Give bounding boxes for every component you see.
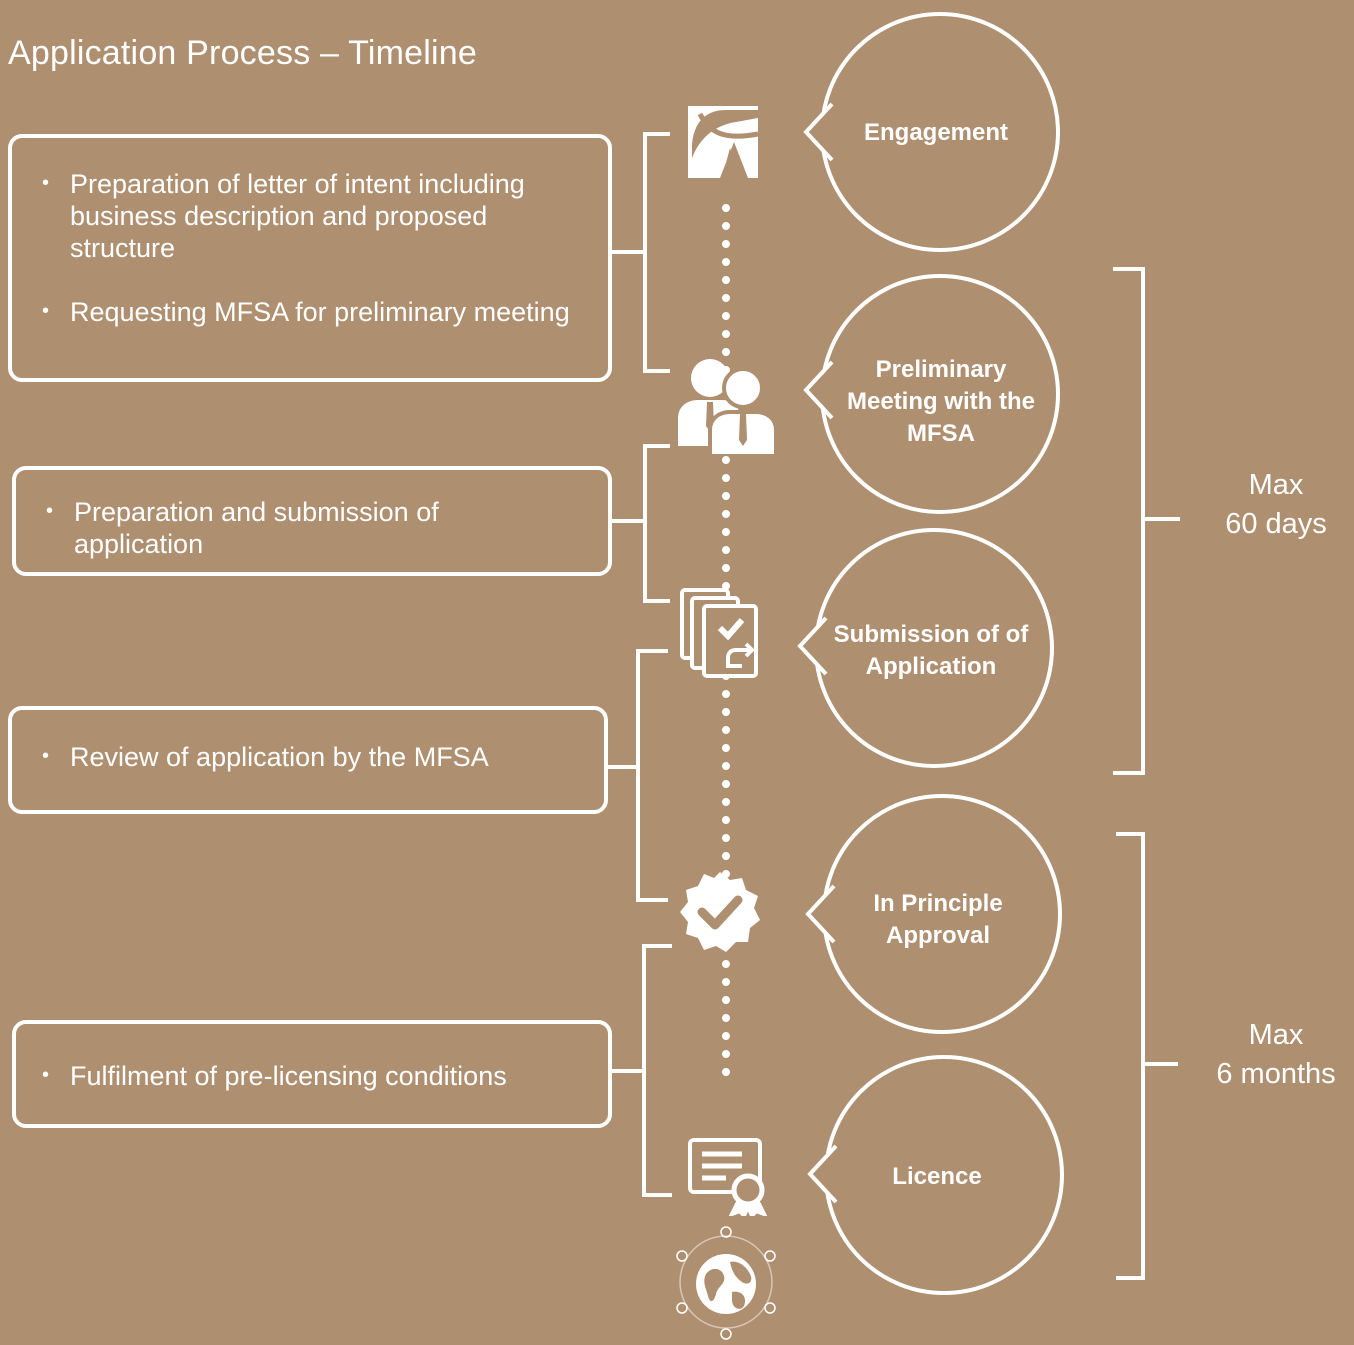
duration-bracket-60-days (1113, 267, 1180, 775)
task-bullet: Requesting MFSA for preliminary meeting (42, 295, 590, 328)
task-bullet: Fulfilment of pre-licensing conditions (42, 1059, 600, 1092)
connector-bracket-2 (612, 444, 670, 603)
task-bullet-text: Preparation of letter of intent includin… (70, 169, 525, 263)
task-bullet: Preparation of letter of intent includin… (42, 167, 590, 264)
duration-bracket-6-months (1116, 832, 1178, 1280)
duration-line1: Max (1248, 469, 1304, 501)
task-bullet-text: Preparation and submission of applicatio… (74, 497, 439, 559)
duration-line1: Max (1248, 1019, 1304, 1051)
task-bullet: Preparation and submission of applicatio… (46, 495, 574, 560)
check-badge-icon (678, 870, 762, 954)
documents-icon (676, 584, 766, 680)
page-title: Application Process – Timeline (8, 34, 478, 72)
stage-label-licence: Licence (892, 1163, 982, 1190)
connector-bracket-1 (612, 132, 670, 373)
task-box-submission: Preparation and submission of applicatio… (12, 466, 612, 576)
duration-label-60-days: Max 60 days (1225, 466, 1327, 544)
task-box-review: Review of application by the MFSA (8, 706, 608, 814)
people-icon (676, 356, 780, 458)
task-box-fulfilment: Fulfilment of pre-licensing conditions (12, 1020, 612, 1128)
stage-label-approval: In Principle Approval (873, 890, 1003, 949)
duration-line2: 6 months (1216, 1058, 1336, 1090)
globe-crypto-icon (670, 1222, 782, 1340)
duration-label-6-months: Max 6 months (1216, 1016, 1335, 1094)
certificate-icon (686, 1136, 769, 1220)
task-box-preparation: Preparation of letter of intent includin… (8, 134, 612, 382)
task-bullet: Review of application by the MFSA (42, 740, 590, 773)
stage-label-preliminary: Preliminary Meeting with the MFSA (847, 356, 1035, 447)
stage-label-engagement: Engagement (863, 119, 1009, 146)
task-bullet-text: Requesting MFSA for preliminary meeting (70, 297, 570, 327)
connector-bracket-3 (608, 649, 668, 902)
logo-icon (686, 104, 762, 180)
task-bullet-text: Fulfilment of pre-licensing conditions (70, 1061, 507, 1091)
stage-label-submission: Submission of of Application (833, 621, 1029, 680)
connector-bracket-4 (612, 944, 672, 1197)
duration-line2: 60 days (1225, 508, 1327, 540)
task-bullet-text: Review of application by the MFSA (70, 742, 489, 772)
